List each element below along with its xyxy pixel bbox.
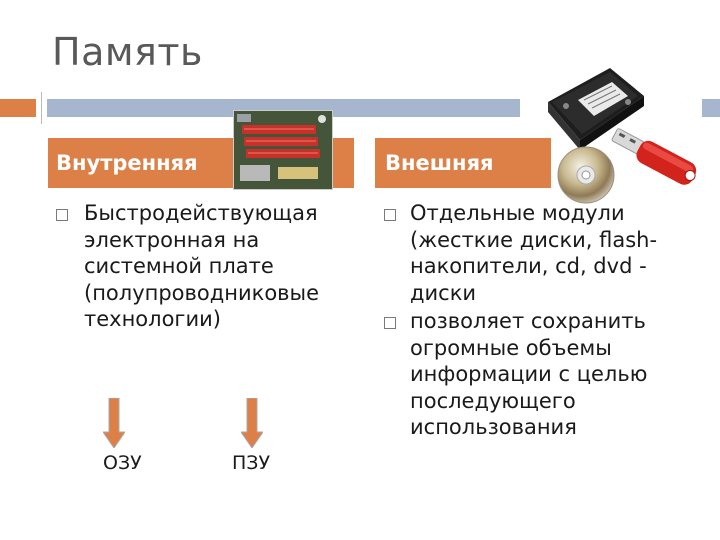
external-memory-header-label: Внешняя [385,151,494,175]
square-bullet-icon [384,209,396,221]
pzu-label: ПЗУ [232,452,271,474]
usb-flash-drive-image [596,122,708,202]
internal-memory-list: Быстродействующая электронная на системн… [56,200,356,335]
list-item: позволяет сохранить огромные объемы инфо… [384,308,684,441]
slide-title: Память [52,30,203,74]
accent-bar-blue-right [702,99,720,117]
ozu-label: ОЗУ [103,452,142,474]
cd-disc-image [556,145,616,205]
internal-memory-header-label: Внутренняя [56,151,198,175]
bullet-text: позволяет сохранить огромные объемы инфо… [410,309,648,439]
divider-line [41,92,42,124]
external-memory-list: Отдельные модули (жесткие диски, flash-н… [384,200,684,443]
bullet-text: Отдельные модули (жесткие диски, flash-н… [410,201,658,305]
ram-module-image [233,110,333,190]
accent-bar-orange [0,99,36,117]
list-item: Быстродействующая электронная на системн… [56,200,356,333]
hard-disk-image [540,62,650,152]
down-arrow-icon [240,397,264,449]
external-memory-header: Внешняя [375,138,551,188]
accent-bar-blue [47,99,520,117]
down-arrow-icon [102,397,126,449]
square-bullet-icon [56,209,68,221]
bullet-text: Быстродействующая электронная на системн… [84,201,320,331]
list-item: Отдельные модули (жесткие диски, flash-н… [384,200,684,306]
square-bullet-icon [384,317,396,329]
